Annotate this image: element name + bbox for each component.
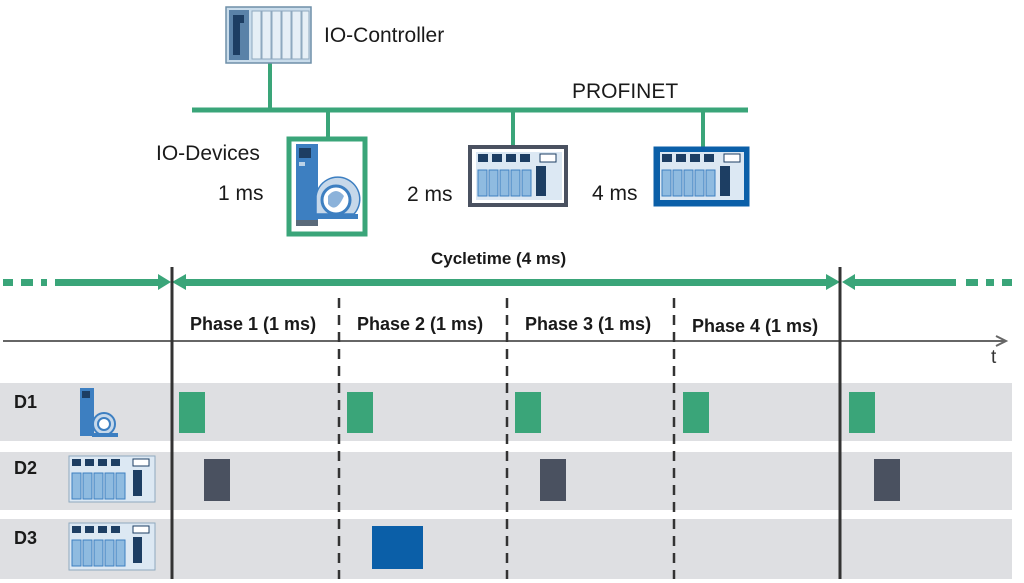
tx-block-d3-slot-2 [372,526,423,569]
tx-block-d2-slot-5 [874,459,900,501]
tx-block-d1-slot-1 [179,392,205,433]
cycle-next-dashed-arrow [842,274,1012,290]
transmission-blocks [179,392,900,569]
cycle-prev-dashed-arrow [3,274,171,290]
tx-block-d2-slot-1 [204,459,230,501]
io-controller-icon [225,6,312,64]
phase-4-label: Phase 4 (1 ms) [692,316,819,336]
gray-io-device-icon [468,145,568,207]
row-bg-d2 [0,452,1012,510]
profinet-label: PROFINET [572,80,679,103]
tx-block-d1-slot-4 [683,392,709,433]
tx-block-d1-slot-2 [347,392,373,433]
device3-cycle-label: 4 ms [592,182,638,205]
d3-io-icon [68,522,156,571]
cycletime-double-arrow [172,274,840,290]
io-devices-label: IO-Devices [156,142,260,165]
tx-block-d1-slot-3 [515,392,541,433]
time-axis-label: t [991,347,997,368]
device1-cycle-label: 1 ms [218,182,264,205]
tx-block-d2-slot-3 [540,459,566,501]
row-label-d1: D1 [14,392,38,412]
row-label-d2: D2 [14,458,38,478]
d2-io-icon [68,455,156,503]
phase-3-label: Phase 3 (1 ms) [525,314,652,334]
blue-io-device-icon [653,146,750,207]
row-label-d3: D3 [14,528,38,548]
d1-drive-icon [80,388,118,437]
phase-2-label: Phase 2 (1 ms) [357,314,484,334]
drive-device-icon [286,136,368,237]
phase-1-label: Phase 1 (1 ms) [190,314,317,334]
device2-cycle-label: 2 ms [407,183,453,206]
cycletime-label: Cycletime (4 ms) [431,249,567,268]
tx-block-d1-slot-5 [849,392,875,433]
time-axis [3,335,1009,347]
io-controller-label: IO-Controller [324,24,445,47]
